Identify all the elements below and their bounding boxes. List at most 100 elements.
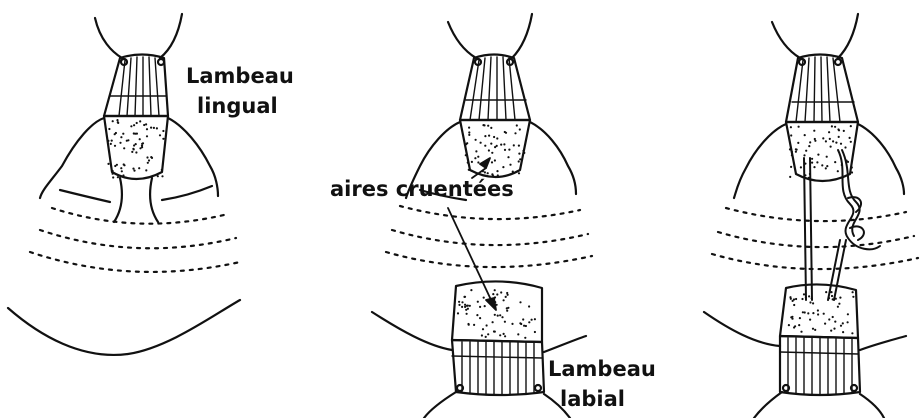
stipple-dot [829, 138, 831, 140]
stipple-dot [505, 132, 507, 134]
stipple-dot [837, 170, 839, 172]
stipple-dot [813, 130, 815, 132]
stipple-dot [791, 318, 793, 320]
stipple-dot [843, 130, 845, 132]
stipple-dot [114, 145, 116, 147]
stipple-dot [458, 301, 460, 303]
stipple-dot [826, 165, 828, 167]
stipple-lip [457, 289, 536, 339]
stipple-dot [112, 170, 114, 172]
stipple-dot [840, 143, 842, 145]
stipple-dot [851, 332, 853, 334]
stipple-dot [132, 168, 134, 170]
stipple-dot [487, 333, 489, 335]
stipple-dot [477, 161, 479, 163]
stipple-dot [790, 126, 792, 128]
stipple-dot [145, 169, 147, 171]
stipple-dot [828, 131, 830, 133]
stipple-dot [496, 170, 498, 172]
label-lingual-flap-1: Lambeau [186, 64, 294, 88]
stipple-dot [832, 316, 834, 318]
stipple-dot [835, 298, 837, 300]
stipple-dot [468, 134, 470, 136]
stipple-dot [507, 307, 509, 309]
stipple-dot [115, 132, 117, 134]
labial-flap [452, 340, 544, 395]
stipple-dot [107, 140, 109, 142]
stipple-dot [518, 153, 520, 155]
stipple-dot [812, 302, 814, 304]
stipple-dot [135, 143, 137, 145]
stipple-dot [475, 150, 477, 152]
stipple-dot [811, 158, 813, 160]
gum-dash-1 [726, 208, 906, 221]
stipple-dot [825, 167, 827, 169]
stipple-dot [476, 314, 478, 316]
stipple-dot [512, 171, 514, 173]
stipple-dot [816, 161, 818, 163]
stipple-dot [837, 306, 839, 308]
stipple-dot [123, 163, 125, 165]
lingual-flap [460, 55, 530, 121]
stipple-tongue [107, 119, 164, 179]
label-lingual-flap-2: lingual [197, 94, 278, 118]
stipple-dot [491, 161, 493, 163]
stipple-dot [470, 289, 472, 291]
tongue-outline-right [160, 14, 182, 58]
stipple-dot [522, 318, 524, 320]
stipple-dot [504, 335, 506, 337]
stipple-dot [504, 149, 506, 151]
tongue-outline-left [448, 22, 476, 58]
stipple-dot [138, 167, 140, 169]
stipple-dot [788, 324, 790, 326]
stipple-dot [466, 313, 468, 315]
stipple-dot [838, 129, 840, 131]
stipple-dot [822, 137, 824, 139]
stipple-dot [468, 127, 470, 129]
stipple-dot [840, 325, 842, 327]
gum-dash-3 [712, 254, 918, 269]
suture-point [835, 59, 841, 65]
stipple-dot [496, 137, 498, 139]
stipple-dot [805, 296, 807, 298]
stipple-dot [511, 323, 513, 325]
stipple-dot [528, 321, 530, 323]
stipple-dot [479, 306, 481, 308]
stipple-dot [852, 296, 854, 298]
suture-threads [804, 150, 880, 300]
tongue-body-right [168, 118, 218, 196]
stipple-dot [838, 303, 840, 305]
suture-point [535, 385, 541, 391]
frenulum [114, 178, 158, 222]
stipple-dot [808, 295, 810, 297]
stipple-dot [491, 152, 493, 154]
stipple-dot [795, 148, 797, 150]
stipple-dot [488, 149, 490, 151]
stipple-dot [494, 146, 496, 148]
stipple-dot [812, 312, 814, 314]
stipple-dot [502, 166, 504, 168]
stipple-dot [121, 170, 123, 172]
stipple-dot [483, 297, 485, 299]
stipple-tongue [465, 124, 526, 177]
stipple-dot [122, 133, 124, 135]
stipple-dot [477, 301, 479, 303]
suture-point [851, 385, 857, 391]
tongue-outline-right [838, 14, 858, 58]
suture-point [783, 385, 789, 391]
stipple-dot [519, 128, 521, 130]
stipple-dot [136, 122, 138, 124]
stipple-dot [525, 325, 527, 327]
stipple-dot [789, 176, 791, 178]
labial-hatching [780, 338, 858, 395]
stipple-dot [790, 134, 792, 136]
stipple-dot [492, 321, 494, 323]
stipple-dot [813, 166, 815, 168]
stipple-dot [465, 143, 467, 145]
stipple-dot [797, 142, 799, 144]
panel-2: aires cruentées Lambeau labial [330, 14, 656, 418]
stipple-dot [809, 301, 811, 303]
stipple-dot [161, 175, 163, 177]
stipple-dot [119, 142, 121, 144]
stipple-dot [828, 318, 830, 320]
